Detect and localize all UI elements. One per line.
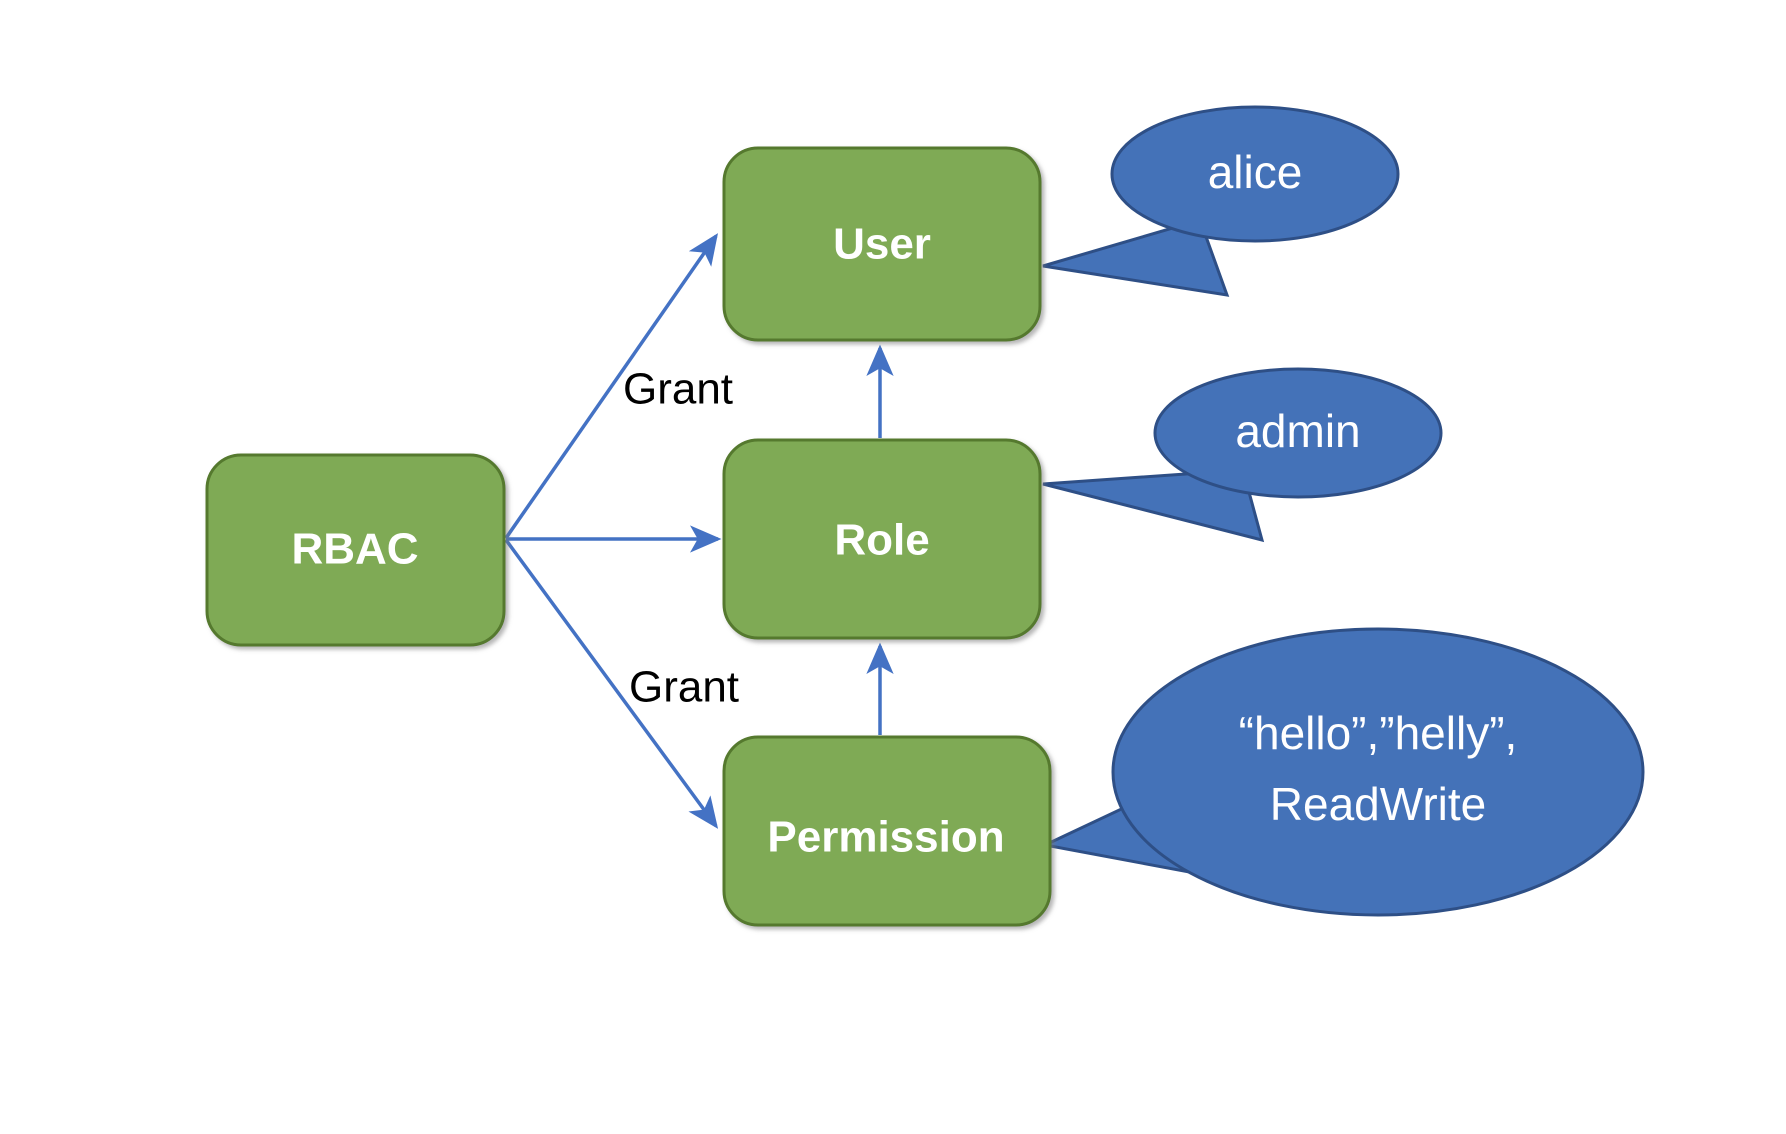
callout-alice-tail: [1042, 218, 1230, 297]
callout-permission-bubble: [1111, 627, 1645, 917]
edge-label-group: Grant Grant: [623, 365, 739, 712]
connector-group: [504, 233, 894, 829]
callout-admin-tail: [1042, 468, 1265, 543]
callout-permission-label-line1: “hello”,”helly”,: [1239, 707, 1518, 759]
node-role-box[interactable]: [722, 438, 1042, 640]
edge-label-grant-permission-role: Grant: [629, 663, 739, 712]
edge-label-grant-role-user: Grant: [623, 365, 733, 414]
callout-alice-label: alice: [1208, 146, 1303, 198]
node-user-box[interactable]: [722, 146, 1042, 342]
callout-admin-label: admin: [1235, 405, 1360, 457]
node-permission-box[interactable]: [722, 735, 1052, 927]
node-rbac-label: RBAC: [291, 525, 418, 574]
node-role-label: Role: [834, 516, 929, 565]
node-permission[interactable]: [722, 735, 1052, 927]
node-rbac-box[interactable]: [205, 453, 506, 647]
node-rbac[interactable]: [205, 453, 506, 647]
callout-admin: admin: [1042, 367, 1443, 543]
node-user[interactable]: [722, 146, 1042, 342]
node-user-label: User: [833, 220, 931, 269]
arrow-rbac-to-user: [504, 233, 718, 539]
callout-alice-bubble: [1110, 105, 1400, 243]
callout-alice: alice: [1042, 105, 1400, 297]
node-group: RBAC User Role Permission: [205, 146, 1052, 927]
node-permission-label: Permission: [767, 813, 1004, 862]
callout-permission-label-line2: ReadWrite: [1270, 778, 1486, 830]
callout-admin-bubble: [1153, 367, 1443, 499]
callout-permission: “hello”,”helly”, ReadWrite: [1040, 627, 1645, 917]
node-role[interactable]: [722, 438, 1042, 640]
callout-group: alice admin “hello”,”helly”, ReadWrite: [1040, 105, 1645, 917]
arrow-rbac-to-permission: [504, 538, 719, 829]
